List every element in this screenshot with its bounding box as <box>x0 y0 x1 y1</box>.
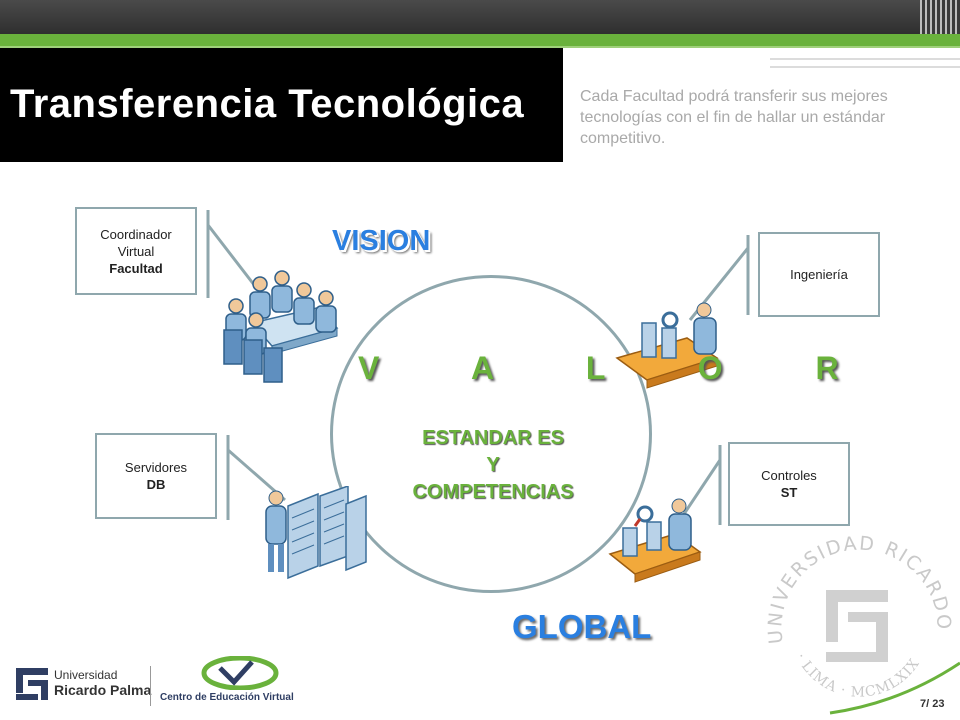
logo-divider <box>150 666 151 706</box>
quality-control-icon <box>608 498 702 583</box>
urp-logo-line2: Ricardo Palma <box>54 682 152 698</box>
urp-logo-mark <box>16 668 48 700</box>
node-controles: Controles ST <box>728 442 850 526</box>
engineer-icon <box>615 302 719 389</box>
svg-text:UNIVERSIDAD RICARDO PALMA: UNIVERSIDAD RICARDO PALMA <box>758 528 955 645</box>
node-ingenieria: Ingeniería <box>758 232 880 317</box>
top-bar <box>0 0 960 34</box>
cev-logo-text: Centro de Educación Virtual <box>160 692 294 703</box>
seal-text-top: UNIVERSIDAD RICARDO PALMA <box>758 528 953 645</box>
green-accent-line <box>0 34 960 46</box>
node-coordinador-line1: Coordinador <box>100 226 172 242</box>
cev-logo-mark <box>201 656 279 690</box>
meeting-group-icon <box>223 270 339 383</box>
server-rack-icon <box>265 486 367 580</box>
center-text: ESTANDAR ES Y COMPETENCIAS <box>383 425 603 506</box>
center-line-1: ESTANDAR ES <box>422 427 564 449</box>
center-line-2: Y <box>486 454 500 476</box>
title-box <box>0 48 563 162</box>
center-line-3: COMPETENCIAS <box>412 481 574 503</box>
decorative-lines <box>770 58 960 68</box>
node-controles-bold: ST <box>780 485 798 500</box>
university-seal: UNIVERSIDAD RICARDO PALMA · LIMA · MCMLX… <box>758 528 955 701</box>
page-number: 7/ 23 <box>920 698 945 710</box>
node-servidores: Servidores DB <box>95 433 217 519</box>
central-circle <box>330 275 652 593</box>
node-servidores-bold: DB <box>146 477 166 492</box>
node-coordinador-bold: Facultad <box>109 260 163 276</box>
slide-title: Transferencia Tecnológica <box>10 82 525 126</box>
green-accent-line-light <box>0 46 960 48</box>
node-controles-line1: Controles <box>761 468 817 483</box>
node-coordinador-line2: Virtual <box>117 243 155 259</box>
label-global: GLOBAL <box>512 608 652 645</box>
label-vision: VISION <box>332 225 431 257</box>
top-bar-stripes <box>920 0 960 34</box>
footer-ribbon <box>0 643 960 720</box>
node-servidores-line1: Servidores <box>124 460 188 475</box>
node-coordinador: Coordinador Virtual Facultad <box>75 207 197 295</box>
urp-logo-line1: Universidad <box>54 668 118 682</box>
label-valor: V A L O R <box>358 350 881 386</box>
slide-subtitle: Cada Facultad podrá transferir sus mejor… <box>580 88 888 147</box>
node-ingenieria-line1: Ingeniería <box>790 267 848 282</box>
